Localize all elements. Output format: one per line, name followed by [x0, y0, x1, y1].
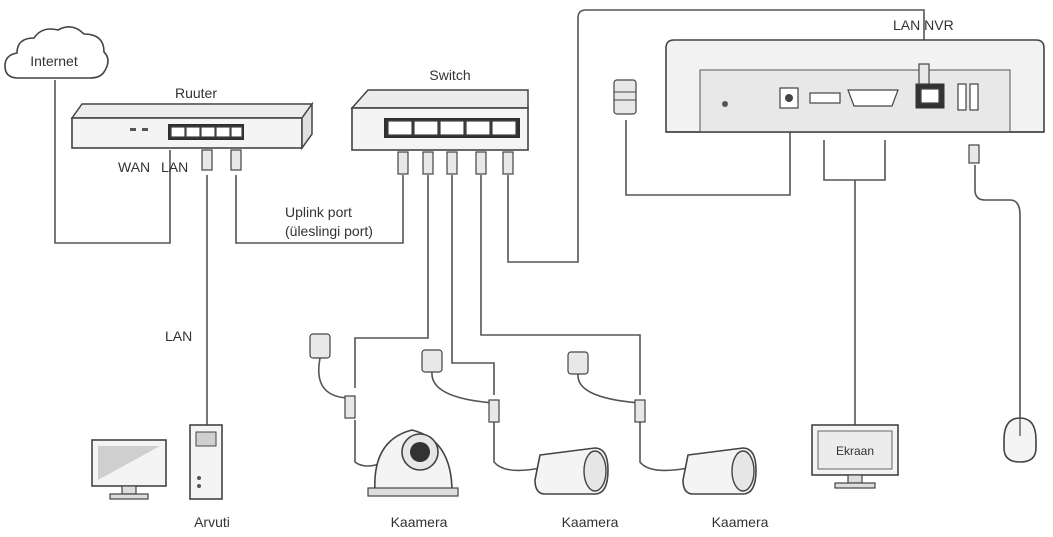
wire-switch-camera-3	[480, 175, 641, 395]
label-switch: Switch	[429, 67, 470, 83]
label-lan-pc: LAN	[165, 328, 192, 344]
wire-camera-1-power	[318, 357, 356, 399]
label-camera-1: Kaamera	[391, 514, 448, 530]
nvr-icon	[665, 39, 1045, 164]
wire-camera-3-power	[577, 373, 641, 404]
power-adapter-icon	[421, 349, 443, 373]
label-internet: Internet	[30, 53, 78, 69]
wire-nvr-monitor	[823, 140, 886, 181]
label-uplink-line1: Uplink port	[285, 204, 352, 220]
wire-switch-camera-2	[451, 175, 495, 395]
bullet-camera-icon	[634, 399, 757, 495]
wire-camera-3-pigtail	[639, 420, 689, 472]
label-wan: WAN	[118, 159, 150, 175]
bullet-camera-icon	[488, 399, 609, 495]
wire-camera-2-pigtail	[493, 420, 541, 472]
label-router: Ruuter	[175, 85, 217, 101]
wire-nvr-power	[625, 120, 791, 196]
switch-icon	[350, 89, 529, 175]
mouse-icon	[1003, 417, 1037, 463]
labels: Internet Ruuter WAN LAN Switch Uplink po…	[30, 17, 953, 530]
wire-switch-camera-1	[354, 175, 429, 388]
router-icon	[70, 101, 314, 171]
cloud-icon	[4, 26, 109, 79]
computer-icon	[91, 424, 223, 500]
label-uplink-line2: (üleslingi port)	[285, 223, 373, 239]
wire-nvr-mouse	[974, 165, 1021, 420]
wire-router-switch-uplink	[235, 175, 404, 244]
label-monitor: Ekraan	[836, 444, 874, 458]
power-adapter-icon	[567, 351, 589, 375]
wire-camera-2-power	[431, 371, 495, 404]
label-camera-2: Kaamera	[562, 514, 619, 530]
monitor-icon	[811, 424, 899, 489]
label-lan-router: LAN	[161, 159, 188, 175]
label-camera-3: Kaamera	[712, 514, 769, 530]
power-adapter-icon	[613, 79, 637, 115]
power-adapter-icon	[309, 333, 331, 359]
wire-internet-wan	[54, 80, 171, 244]
dome-camera-icon	[344, 395, 459, 497]
wire-switch-nvr	[507, 9, 925, 263]
wires	[54, 9, 1021, 472]
label-lan-nvr: LAN NVR	[893, 17, 954, 33]
label-computer: Arvuti	[194, 514, 230, 530]
